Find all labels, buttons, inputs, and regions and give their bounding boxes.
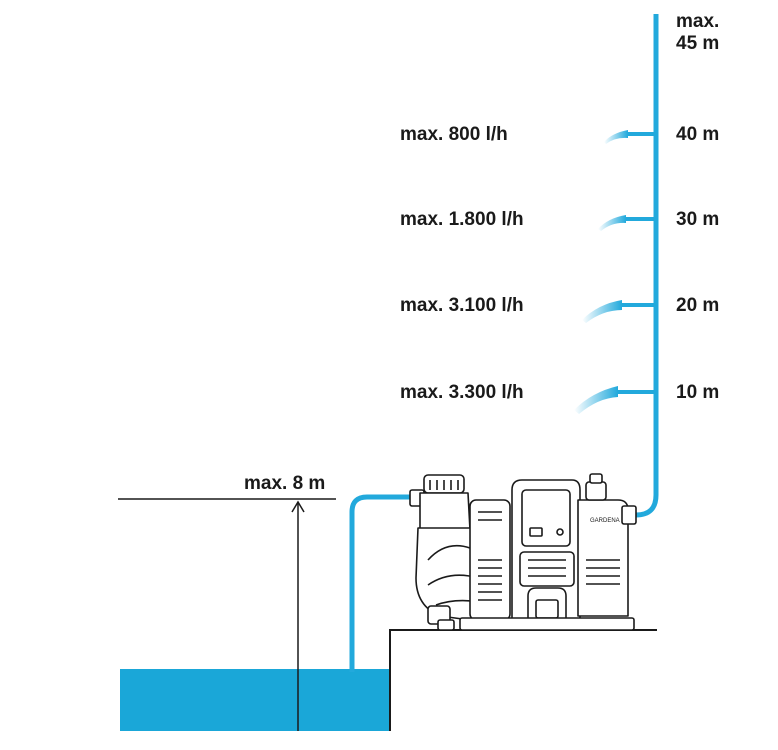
level-30m-height-label: 30 m [676, 209, 720, 230]
suction-arrow-head [291, 500, 305, 513]
level-20m-flow-label: max. 3.100 l/h [400, 295, 524, 316]
level-10m-height-label: 10 m [676, 382, 720, 403]
level-10m-spray [574, 386, 656, 414]
suction-depth-label: max. 8 m [244, 473, 326, 494]
level-10m-flow-label: max. 3.300 l/h [400, 382, 524, 403]
level-20m-height-label: 20 m [676, 295, 720, 316]
level-30m-spray [598, 215, 656, 231]
pump-illustration [409, 473, 637, 631]
suction-pipe [349, 494, 412, 672]
level-40m-flow-label: max. 800 l/h [400, 124, 508, 145]
max-height-label: max. 45 m [676, 11, 720, 55]
level-30m-flow-label: max. 1.800 l/h [400, 209, 524, 230]
discharge-pipe [635, 14, 659, 518]
level-40m-height-label: 40 m [676, 124, 720, 145]
level-40m-spray [604, 130, 656, 144]
pump-brand-mark: GARDENA [590, 518, 620, 524]
ground-line [389, 629, 657, 731]
water-reservoir [120, 669, 390, 731]
level-20m-spray [582, 300, 656, 323]
